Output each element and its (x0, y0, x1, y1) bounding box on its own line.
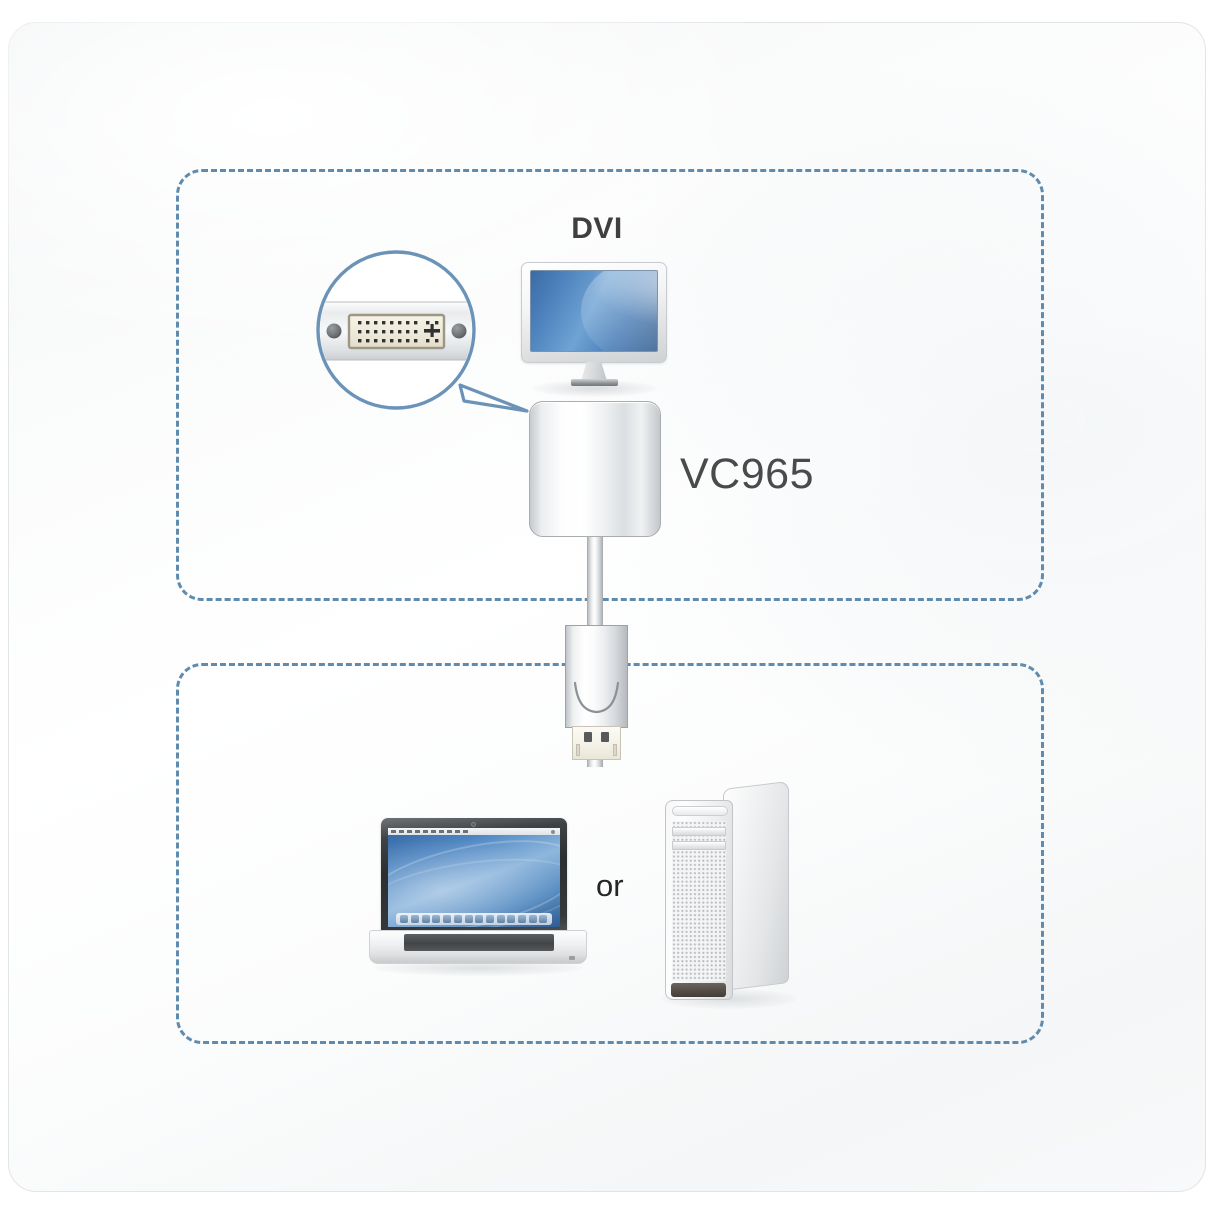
monitor-bezel (521, 262, 667, 363)
dvi-screw-hole-right (451, 323, 467, 339)
lcd-monitor (521, 262, 667, 397)
tower-foot (671, 983, 726, 997)
menubar-status-icon (551, 829, 555, 834)
tower-handle (672, 806, 728, 816)
laptop-shadow (373, 960, 583, 976)
tower-drive-bay (672, 827, 726, 836)
tower-front-panel (665, 800, 733, 1000)
vc965-body (529, 401, 661, 537)
webcam-icon (471, 822, 476, 827)
laptop-computer (369, 818, 587, 978)
laptop-lid (381, 818, 567, 936)
dvi-port-callout (312, 244, 562, 419)
monitor-screen (530, 270, 658, 352)
laptop-port-icon (569, 956, 575, 960)
displayport-pin (601, 732, 609, 742)
displayport-connector (559, 625, 634, 765)
displayport-side-slot (576, 744, 580, 756)
monitor-neck (581, 362, 607, 381)
dvi-label: DVI (571, 212, 623, 245)
laptop-dock (396, 913, 552, 925)
displayport-plug (572, 726, 621, 760)
displayport-pin (584, 732, 592, 742)
laptop-base (369, 930, 587, 964)
monitor-shadow (532, 380, 657, 397)
dvi-screw-hole-left (326, 323, 342, 339)
laptop-screen (388, 828, 560, 927)
laptop-menubar (388, 828, 560, 835)
desktop-tower-computer (661, 780, 797, 1011)
product-label: VC965 (680, 450, 814, 498)
or-label: or (596, 868, 624, 903)
tower-drive-bay (672, 841, 726, 850)
monitor-base (571, 379, 618, 386)
callout-tail (458, 383, 529, 413)
displayport-latch (573, 681, 620, 714)
displayport-side-slot (613, 744, 617, 756)
dvi-analog-pins (424, 321, 440, 343)
dvi-pin-grid (358, 321, 418, 343)
dvi-port-shell (347, 313, 446, 350)
vc965-adapter (529, 401, 661, 767)
menubar-items (391, 830, 468, 833)
callout-svg (316, 250, 529, 413)
displayport-shell (565, 625, 628, 728)
display-group-box (176, 169, 1044, 601)
laptop-keyboard (404, 934, 554, 951)
